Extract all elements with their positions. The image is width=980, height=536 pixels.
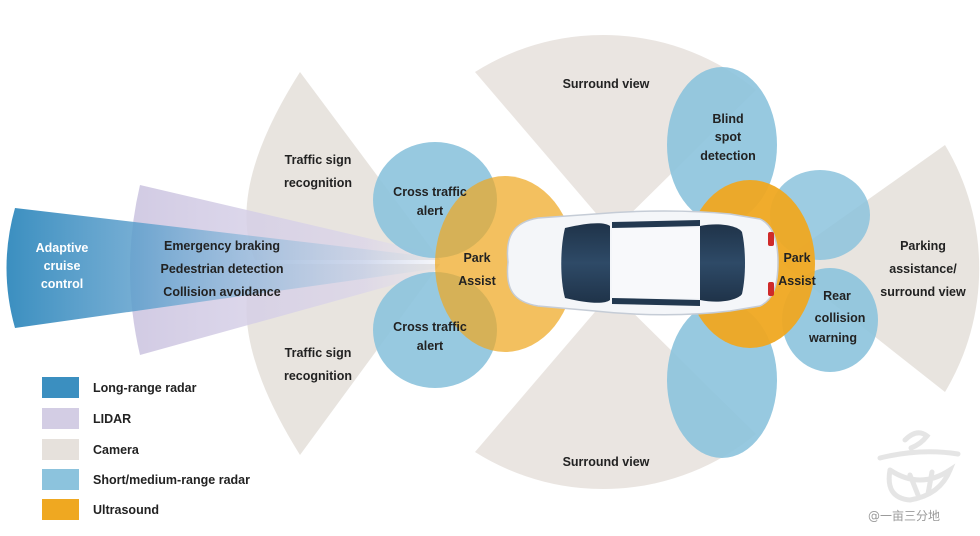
watermark-logo [877,430,961,503]
svg-text:Park: Park [463,251,490,265]
svg-text:Collision avoidance: Collision avoidance [163,285,280,299]
svg-text:detection: detection [700,149,756,163]
svg-text:alert: alert [417,204,444,218]
legend-swatch [42,408,79,429]
svg-text:Traffic sign: Traffic sign [285,346,352,360]
svg-text:Park: Park [783,251,810,265]
legend-item-long-range-radar: Long-range radar [42,377,197,398]
svg-text:Parking: Parking [900,239,946,253]
legend-item-short-medium-radar: Short/medium-range radar [42,469,250,490]
park-assist-rear-label: Park Assist [778,251,816,288]
svg-text:alert: alert [417,339,444,353]
svg-text:control: control [41,277,83,291]
svg-text:surround view: surround view [880,285,966,299]
rear-collision-label: Rear collision warning [808,289,865,345]
svg-text:Rear: Rear [823,289,851,303]
parking-assistance-label: Parking assistance/ surround view [880,239,966,299]
svg-text:recognition: recognition [284,369,352,383]
watermark-text: @一亩三分地 [868,508,940,523]
park-assist-front-label: Park Assist [458,251,496,288]
traffic-sign-bottom-label: Traffic sign recognition [284,346,352,383]
legend-item-camera: Camera [42,439,140,460]
traffic-sign-top-label: Traffic sign recognition [284,153,352,190]
svg-text:Short/medium-range radar: Short/medium-range radar [93,473,250,487]
legend-item-lidar: LIDAR [42,408,131,429]
long-range-radar-beam [6,208,440,328]
surround-view-top-zone [475,34,756,233]
legend-swatch [42,469,79,490]
surround-view-top-label: Surround view [563,77,650,91]
legend-item-ultrasound: Ultrasound [42,499,159,520]
svg-text:Cross traffic: Cross traffic [393,185,467,199]
legend-swatch [42,499,79,520]
svg-text:Assist: Assist [458,274,496,288]
legend-swatch [42,377,79,398]
svg-text:Adaptive: Adaptive [36,241,89,255]
svg-text:Pedestrian detection: Pedestrian detection [161,262,284,276]
svg-text:Assist: Assist [778,274,816,288]
svg-text:warning: warning [808,331,857,345]
svg-text:assistance/: assistance/ [889,262,957,276]
surround-view-bottom-zone [475,292,756,490]
svg-text:Traffic sign: Traffic sign [285,153,352,167]
car-top-view [506,210,779,316]
svg-text:collision: collision [815,311,866,325]
cross-traffic-bottom-label: Cross traffic alert [393,320,467,353]
svg-text:Cross traffic: Cross traffic [393,320,467,334]
surround-view-bottom-label: Surround view [563,455,650,469]
svg-text:Long-range radar: Long-range radar [93,381,197,395]
blind-spot-label: Blind spot detection [700,112,756,163]
legend: Long-range radar LIDAR Camera Short/medi… [42,377,250,520]
svg-text:Camera: Camera [93,443,140,457]
cross-traffic-top-label: Cross traffic alert [393,185,467,218]
svg-text:spot: spot [715,130,742,144]
svg-text:Ultrasound: Ultrasound [93,503,159,517]
svg-text:LIDAR: LIDAR [93,412,131,426]
legend-swatch [42,439,79,460]
adaptive-cruise-label: Adaptive cruise control [36,241,89,291]
svg-text:Emergency braking: Emergency braking [164,239,280,253]
lidar-functions-label: Emergency braking Pedestrian detection C… [161,239,284,299]
svg-text:Blind: Blind [712,112,743,126]
parking-assistance-zone [780,145,980,392]
svg-text:cruise: cruise [44,259,81,273]
svg-text:recognition: recognition [284,176,352,190]
